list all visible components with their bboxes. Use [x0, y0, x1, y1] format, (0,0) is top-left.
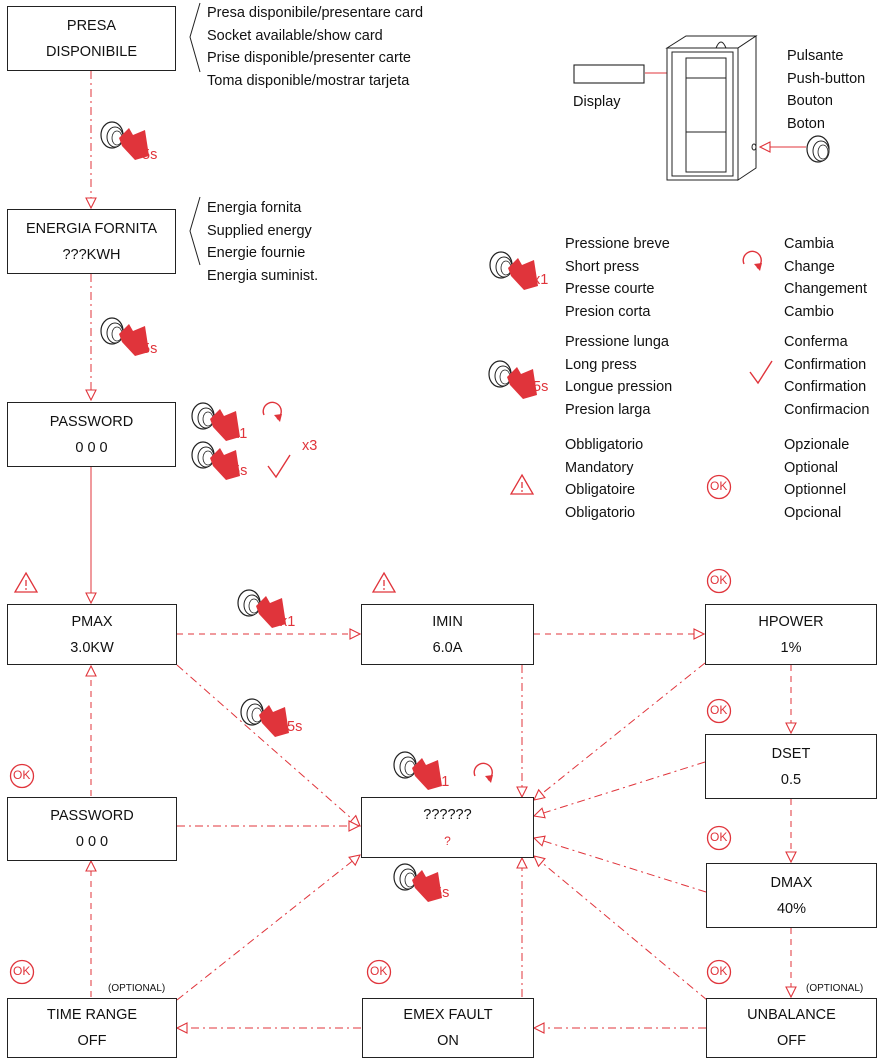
press-label-5s: 5s: [142, 147, 158, 163]
press-label-x1: x1: [280, 614, 296, 630]
box-value: DISPONIBILE: [45, 43, 138, 60]
ok-label: OK: [370, 964, 388, 978]
hpower-box: HPOWER 1%: [705, 604, 877, 665]
optional-tag: (OPTIONAL): [108, 983, 166, 994]
press-label-x1: x1: [232, 426, 248, 442]
legend-long-press: Pressione lunga Long press Longue pressi…: [565, 334, 673, 418]
box-value: 3.0KW: [70, 639, 114, 656]
box-title: ENERGIA FORNITA: [25, 220, 158, 237]
presa-disponibile-box: PRESA DISPONIBILE: [7, 6, 176, 71]
display-label: Display: [573, 94, 621, 110]
time-range-box: TIME RANGE OFF: [7, 998, 177, 1058]
unbalance-box: UNBALANCE OFF: [706, 998, 877, 1058]
password-top-box: PASSWORD 0 0 0: [7, 402, 176, 467]
box-title: PASSWORD: [50, 808, 134, 824]
press-label-x1: x1: [533, 272, 549, 288]
box-title: DMAX: [770, 874, 813, 891]
press-label-x1: x1: [434, 774, 450, 790]
box-value: 40%: [776, 900, 807, 917]
energia-description: Energia fornita Supplied energy Energie …: [207, 200, 319, 284]
box-title: HPOWER: [758, 613, 824, 630]
ok-label: OK: [710, 479, 728, 493]
box-title: EMEX FAULT: [403, 1007, 493, 1023]
box-title: PMAX: [71, 613, 113, 630]
emex-fault-box: EMEX FAULT ON: [362, 998, 534, 1058]
ok-label: OK: [710, 703, 728, 717]
box-value: OFF: [77, 1033, 107, 1049]
device-drawing: [665, 35, 758, 181]
legend-short-press: Pressione breve Short press Presse court…: [565, 236, 670, 320]
press-label-5s: 5s: [232, 463, 248, 479]
press-label-5s: 5s: [142, 341, 158, 357]
legend-change: Cambia Change Changement Cambio: [784, 236, 868, 320]
center-select-box: ?????? ?: [361, 797, 534, 858]
imin-box: IMIN 6.0A: [361, 604, 534, 665]
press-label-5s: 5s: [533, 379, 549, 395]
display-rect: [573, 64, 645, 84]
box-title: UNBALANCE: [747, 1007, 836, 1023]
legend-confirm: Conferma Confirmation Confirmation Confi…: [784, 334, 870, 418]
password-left-box: PASSWORD 0 0 0: [7, 797, 177, 861]
legend-optional: Opzionale Optional Optionnel Opcional: [784, 437, 850, 521]
legend-mandatory: Obbligatorio Mandatory Obligatoire Oblig…: [565, 437, 644, 521]
box-title: DSET: [771, 745, 811, 762]
press-label-5s: 5s: [287, 719, 303, 735]
box-title: TIME RANGE: [46, 1007, 138, 1023]
presa-description: Presa disponibile/presentare card Socket…: [207, 5, 424, 89]
button-label: Pulsante Push-button Bouton Boton: [787, 48, 866, 132]
energia-fornita-box: ENERGIA FORNITA ???KWH: [7, 209, 176, 274]
box-title: PASSWORD: [49, 413, 134, 430]
press-label-5s: 5s: [434, 885, 450, 901]
box-value: 1%: [780, 639, 802, 656]
box-value: ???KWH: [62, 246, 121, 263]
press-label-x3: x3: [302, 438, 318, 454]
box-value: ?: [444, 833, 451, 848]
box-value: OFF: [777, 1033, 806, 1049]
optional-tag: (OPTIONAL): [806, 983, 864, 994]
box-value: ON: [437, 1033, 459, 1049]
box-value: 0.5: [780, 771, 802, 788]
box-value: 0 0 0: [75, 834, 109, 850]
dset-box: DSET 0.5: [705, 734, 877, 799]
box-value: 0 0 0: [75, 439, 108, 456]
ok-label: OK: [13, 964, 31, 978]
pmax-box: PMAX 3.0KW: [7, 604, 177, 665]
box-title: PRESA: [66, 17, 117, 34]
ok-label: OK: [13, 768, 31, 782]
dmax-box: DMAX 40%: [706, 863, 877, 928]
box-value: 6.0A: [432, 639, 463, 656]
box-title: IMIN: [432, 613, 463, 630]
ok-label: OK: [710, 573, 728, 587]
box-title: ??????: [423, 806, 472, 823]
ok-label: OK: [710, 830, 728, 844]
ok-label: OK: [710, 964, 728, 978]
